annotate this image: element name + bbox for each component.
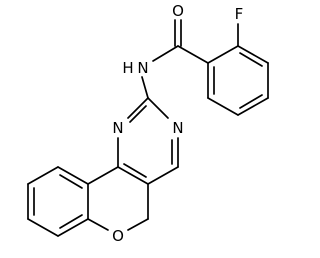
bond-pyr-c4-c4a xyxy=(147,166,179,185)
bond-pyr-n1-c2 xyxy=(127,97,149,119)
bond-benzo-inner-1 xyxy=(59,174,83,189)
bond-benzo-4 xyxy=(27,218,59,237)
atom-label-pyrimidine-n1: N xyxy=(112,119,123,137)
bond-ring-carbonyl xyxy=(177,45,209,64)
bond-benzoyl-inner-2 xyxy=(239,94,263,109)
bond-pyr-inner-1 xyxy=(129,105,147,123)
molecule-canvas: O F H N N N O xyxy=(27,2,269,245)
bond-pyr-inner-3 xyxy=(123,163,147,178)
atom-label-ring-oxygen: O xyxy=(112,227,124,245)
atom-label-pyrimidine-n3: N xyxy=(172,119,183,137)
bond-pyr-c2-n3 xyxy=(147,97,169,119)
atom-label-amide-h: H xyxy=(122,59,133,77)
atom-label-carbonyl-oxygen: O xyxy=(172,2,184,20)
atom-label-fluorine: F xyxy=(235,5,244,23)
bond-nh-pyrimidine xyxy=(141,76,149,99)
chemical-structure-drawing: O F H N N N O xyxy=(27,2,269,245)
bond-c10b-benzo xyxy=(87,166,119,185)
bond-benzo-2 xyxy=(27,166,59,185)
bond-benzoyl-1 xyxy=(207,45,239,64)
bond-benzoyl-4 xyxy=(237,97,269,116)
bond-benzo-1 xyxy=(57,166,89,185)
bond-benzoyl-2 xyxy=(237,45,269,64)
bond-benzo-5 xyxy=(57,218,89,237)
bond-pyr-c4a-c10b xyxy=(117,166,149,185)
bond-ch2-o xyxy=(127,218,149,231)
atom-label-amide-nitrogen: N xyxy=(137,59,148,77)
bond-benzoyl-5 xyxy=(207,97,239,116)
bond-benzo-inner-3 xyxy=(59,214,83,229)
bond-o-benzo xyxy=(87,218,109,231)
bond-benzoyl-inner-1 xyxy=(239,52,263,67)
bond-carbonyl-nh xyxy=(152,45,179,62)
